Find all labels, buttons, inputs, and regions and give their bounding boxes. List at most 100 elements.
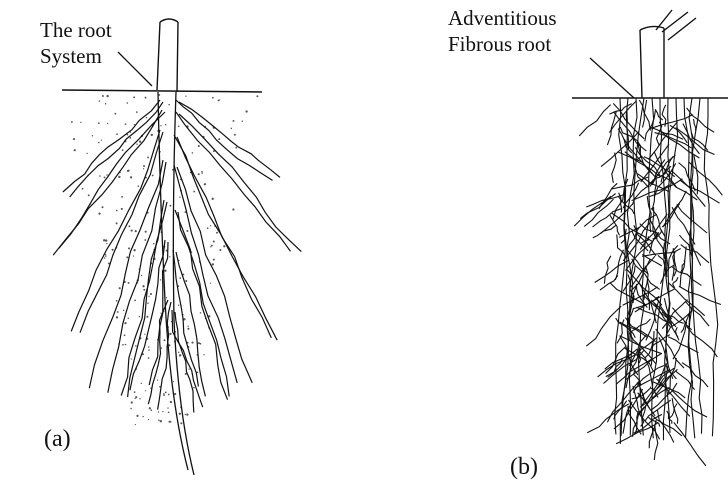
soil-dot — [143, 168, 144, 169]
fibrous-rootlet — [645, 110, 656, 142]
soil-dot — [210, 246, 211, 247]
soil-dot — [107, 123, 108, 124]
soil-dot — [168, 104, 170, 106]
soil-dot — [106, 243, 107, 244]
soil-dot — [178, 352, 179, 353]
soil-dot — [198, 342, 200, 344]
soil-dot — [116, 300, 118, 302]
soil-dot — [218, 138, 220, 140]
soil-dot — [211, 245, 213, 247]
soil-dot — [82, 188, 84, 190]
soil-dot — [201, 171, 203, 173]
soil-dot — [187, 328, 189, 330]
soil-dot — [71, 121, 73, 123]
stem-a — [157, 19, 178, 92]
callout-b-line2: Fibrous root — [448, 32, 551, 56]
soil-dot — [112, 249, 114, 251]
fibrous-rootlet — [668, 282, 705, 315]
soil-dot — [128, 318, 129, 319]
soil-dot — [116, 133, 118, 135]
soil-dot — [102, 95, 104, 97]
soil-dot — [149, 407, 151, 409]
soil-dot — [141, 383, 142, 384]
lateral-root — [70, 102, 163, 197]
callout-a-line1: The root — [40, 18, 112, 42]
soil-dot — [148, 296, 149, 297]
soil-dot — [152, 175, 154, 177]
soil-dot — [168, 412, 170, 414]
soil-dot — [232, 208, 234, 210]
soil-dot — [167, 407, 168, 408]
fibrous-rootlet — [574, 196, 611, 226]
fibrous-rootlet — [604, 256, 610, 284]
soil-dot — [212, 263, 214, 265]
soil-dot — [216, 232, 218, 234]
soil-dot — [122, 344, 124, 346]
soil-dot — [135, 230, 137, 232]
soil-dot — [169, 256, 170, 257]
fibrous-rootlet — [614, 112, 647, 151]
soil-dot — [245, 110, 247, 112]
soil-dot — [86, 153, 87, 154]
fibrous-rootlet — [676, 327, 680, 340]
soil-dot — [202, 172, 203, 173]
soil-dot — [126, 256, 128, 258]
panel-b-tag: (b) — [510, 455, 538, 479]
soil-dot — [105, 254, 106, 255]
soil-dot — [98, 142, 100, 144]
soil-dot — [178, 126, 180, 128]
fibrous-rootlet — [593, 225, 616, 237]
soil-dot — [153, 243, 155, 245]
soil-dot — [135, 396, 137, 398]
soil-dot — [187, 326, 188, 327]
soil-dot — [204, 183, 206, 185]
soil-dot — [186, 413, 188, 415]
soil-dot — [179, 277, 181, 279]
fibrous-rootlet — [647, 279, 649, 310]
soil-dot — [212, 198, 214, 200]
callout-b-line1: Adventitious — [448, 6, 557, 30]
soil-dot — [219, 249, 221, 251]
soil-dot — [193, 387, 195, 389]
soil-dot — [118, 176, 120, 178]
soil-dot — [256, 95, 258, 97]
soil-dot — [103, 239, 105, 241]
soil-dot — [80, 122, 81, 123]
fibrous-main-strand — [686, 98, 700, 437]
soil-dot — [191, 342, 193, 344]
soil-dot — [163, 395, 165, 397]
fibrous-rootlet — [662, 105, 666, 127]
soil-dot — [164, 270, 166, 272]
soil-stipple-a — [71, 94, 258, 425]
soil-dot — [173, 381, 174, 382]
soil-dot — [131, 358, 132, 359]
soil-dot — [198, 145, 200, 147]
fibrous-roots-b — [574, 98, 722, 466]
soil-dot — [164, 339, 166, 341]
fibrous-rootlet — [676, 128, 715, 155]
soil-dot — [174, 393, 176, 395]
soil-dot — [121, 208, 123, 210]
soil-dot — [189, 368, 190, 369]
fibrous-rootlet — [682, 363, 708, 387]
soil-dot — [145, 231, 147, 233]
soil-dot — [133, 255, 134, 256]
fibrous-rootlet — [693, 119, 695, 130]
soil-dot — [139, 398, 140, 399]
soil-dot — [117, 311, 119, 313]
soil-dot — [219, 99, 220, 100]
soil-dot — [165, 124, 166, 125]
fibrous-rootlet — [607, 111, 616, 145]
soil-surface-a — [62, 90, 262, 92]
soil-dot — [99, 175, 101, 177]
soil-dot — [213, 240, 215, 242]
soil-dot — [133, 249, 135, 251]
soil-dot — [170, 205, 172, 207]
fibrous-rootlet — [632, 259, 660, 290]
soil-dot — [146, 316, 148, 318]
soil-dot — [135, 424, 136, 425]
soil-dot — [212, 97, 214, 99]
lateral-root — [176, 252, 205, 396]
soil-dot — [101, 206, 103, 208]
